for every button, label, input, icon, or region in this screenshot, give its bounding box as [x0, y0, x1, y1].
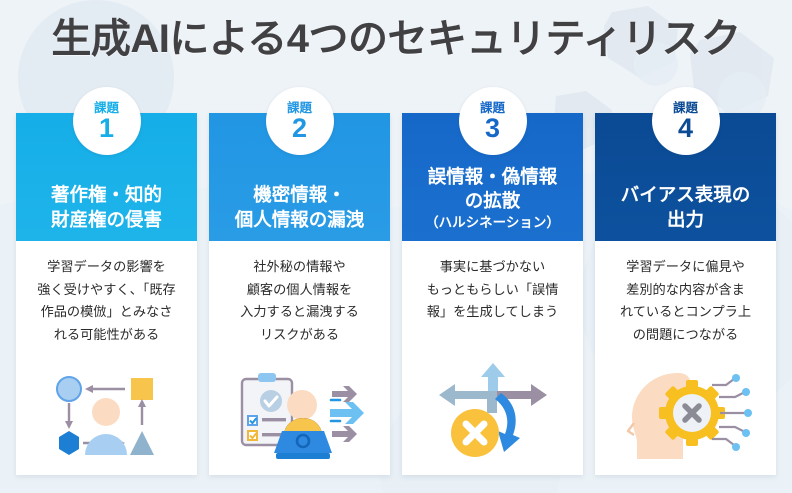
risk-card-4-description: 学習データに偏見や 差別的な内容が含ま れているとコンプラ上 の問題につながる — [619, 259, 752, 343]
risk-card-1-illustration — [30, 367, 183, 475]
risk-card-2-body: 社外秘の情報や 顧客の個人情報を 入力すると漏洩する リスクがある — [209, 241, 390, 475]
risk-card-2-header: 課題 2 機密情報・ 個人情報の漏洩 — [209, 87, 390, 241]
risk-card-2-badge-label: 課題 — [286, 100, 312, 115]
risk-card-4-title: バイアス表現の 出力 — [620, 184, 751, 230]
risk-card-4-badge-number: 4 — [677, 113, 694, 144]
risk-cards-row: 課題 1 著作権・知的 財産権の侵害 学習データの影響を 強く受けやすく、「既存… — [0, 87, 792, 478]
risk-card-3-badge: 課題 3 — [458, 87, 527, 155]
clipboard-laptop-leak-icon — [240, 373, 364, 459]
risk-card-2-badge: 課題 2 — [265, 87, 334, 155]
risk-card-1-header: 課題 1 著作権・知的 財産権の侵害 — [16, 87, 197, 241]
risk-card-2-illustration — [223, 367, 376, 475]
risk-card-1-body: 学習データの影響を 強く受けやすく、「既存 作品の模倣」とみなさ れる可能性があ… — [16, 241, 197, 475]
diverging-arrows-error-icon — [438, 363, 547, 457]
risk-card-4-illustration — [609, 367, 762, 475]
risk-card-2-badge-number: 2 — [291, 113, 308, 144]
risk-card-3-subtitle: （ハルシネーション） — [425, 215, 560, 231]
risk-card-1-description: 学習データの影響を 強く受けやすく、「既存 作品の模倣」とみなさ れる可能性があ… — [37, 259, 176, 343]
risk-card-3-badge-label: 課題 — [479, 100, 505, 115]
risk-card-3-header: 課題 3 誤情報・偽情報 の拡散 （ハルシネーション） — [402, 87, 583, 241]
risk-card-4-body: 学習データに偏見や 差別的な内容が含ま れているとコンプラ上 の問題につながる — [595, 241, 776, 475]
person-shapes-cycle-icon — [55, 376, 154, 455]
risk-card-2[interactable]: 課題 2 機密情報・ 個人情報の漏洩 社外秘の情報や 顧客の個人情報を 入力する… — [209, 87, 390, 475]
risk-card-1-badge-label: 課題 — [93, 100, 119, 115]
risk-card-3-description: 事実に基づかない もっともらしい「誤情 報」を生成してしまう — [426, 259, 559, 320]
risk-card-4-badge: 課題 4 — [651, 87, 720, 155]
page-title: 生成AIによる4つのセキュリティリスク — [51, 17, 741, 61]
risk-card-1[interactable]: 課題 1 著作権・知的 財産権の侵害 学習データの影響を 強く受けやすく、「既存… — [16, 87, 197, 475]
risk-card-3-badge-number: 3 — [484, 113, 501, 144]
risk-card-2-title: 機密情報・ 個人情報の漏洩 — [234, 184, 365, 230]
risk-card-3-body: 事実に基づかない もっともらしい「誤情 報」を生成してしまう — [402, 241, 583, 475]
risk-card-4[interactable]: 課題 4 バイアス表現の 出力 学習データに偏見や 差別的な内容が含ま れている… — [595, 87, 776, 475]
risk-card-3[interactable]: 課題 3 誤情報・偽情報 の拡散 （ハルシネーション） 事実に基づかない もっと… — [402, 87, 583, 475]
risk-card-1-badge-number: 1 — [98, 113, 115, 144]
risk-card-4-header: 課題 4 バイアス表現の 出力 — [595, 87, 776, 241]
risk-card-1-title: 著作権・知的 財産権の侵害 — [50, 184, 162, 230]
risk-card-1-badge: 課題 1 — [72, 87, 141, 155]
page-title-container: 生成AIによる4つのセキュリティリスク — [0, 16, 792, 62]
risk-card-3-title: 誤情報・偽情報 の拡散 — [427, 165, 558, 212]
head-gear-error-icon — [626, 373, 752, 459]
risk-card-2-description: 社外秘の情報や 顧客の個人情報を 入力すると漏洩する リスクがある — [240, 259, 359, 343]
risk-card-4-badge-label: 課題 — [672, 100, 698, 115]
risk-card-3-illustration — [416, 363, 569, 475]
